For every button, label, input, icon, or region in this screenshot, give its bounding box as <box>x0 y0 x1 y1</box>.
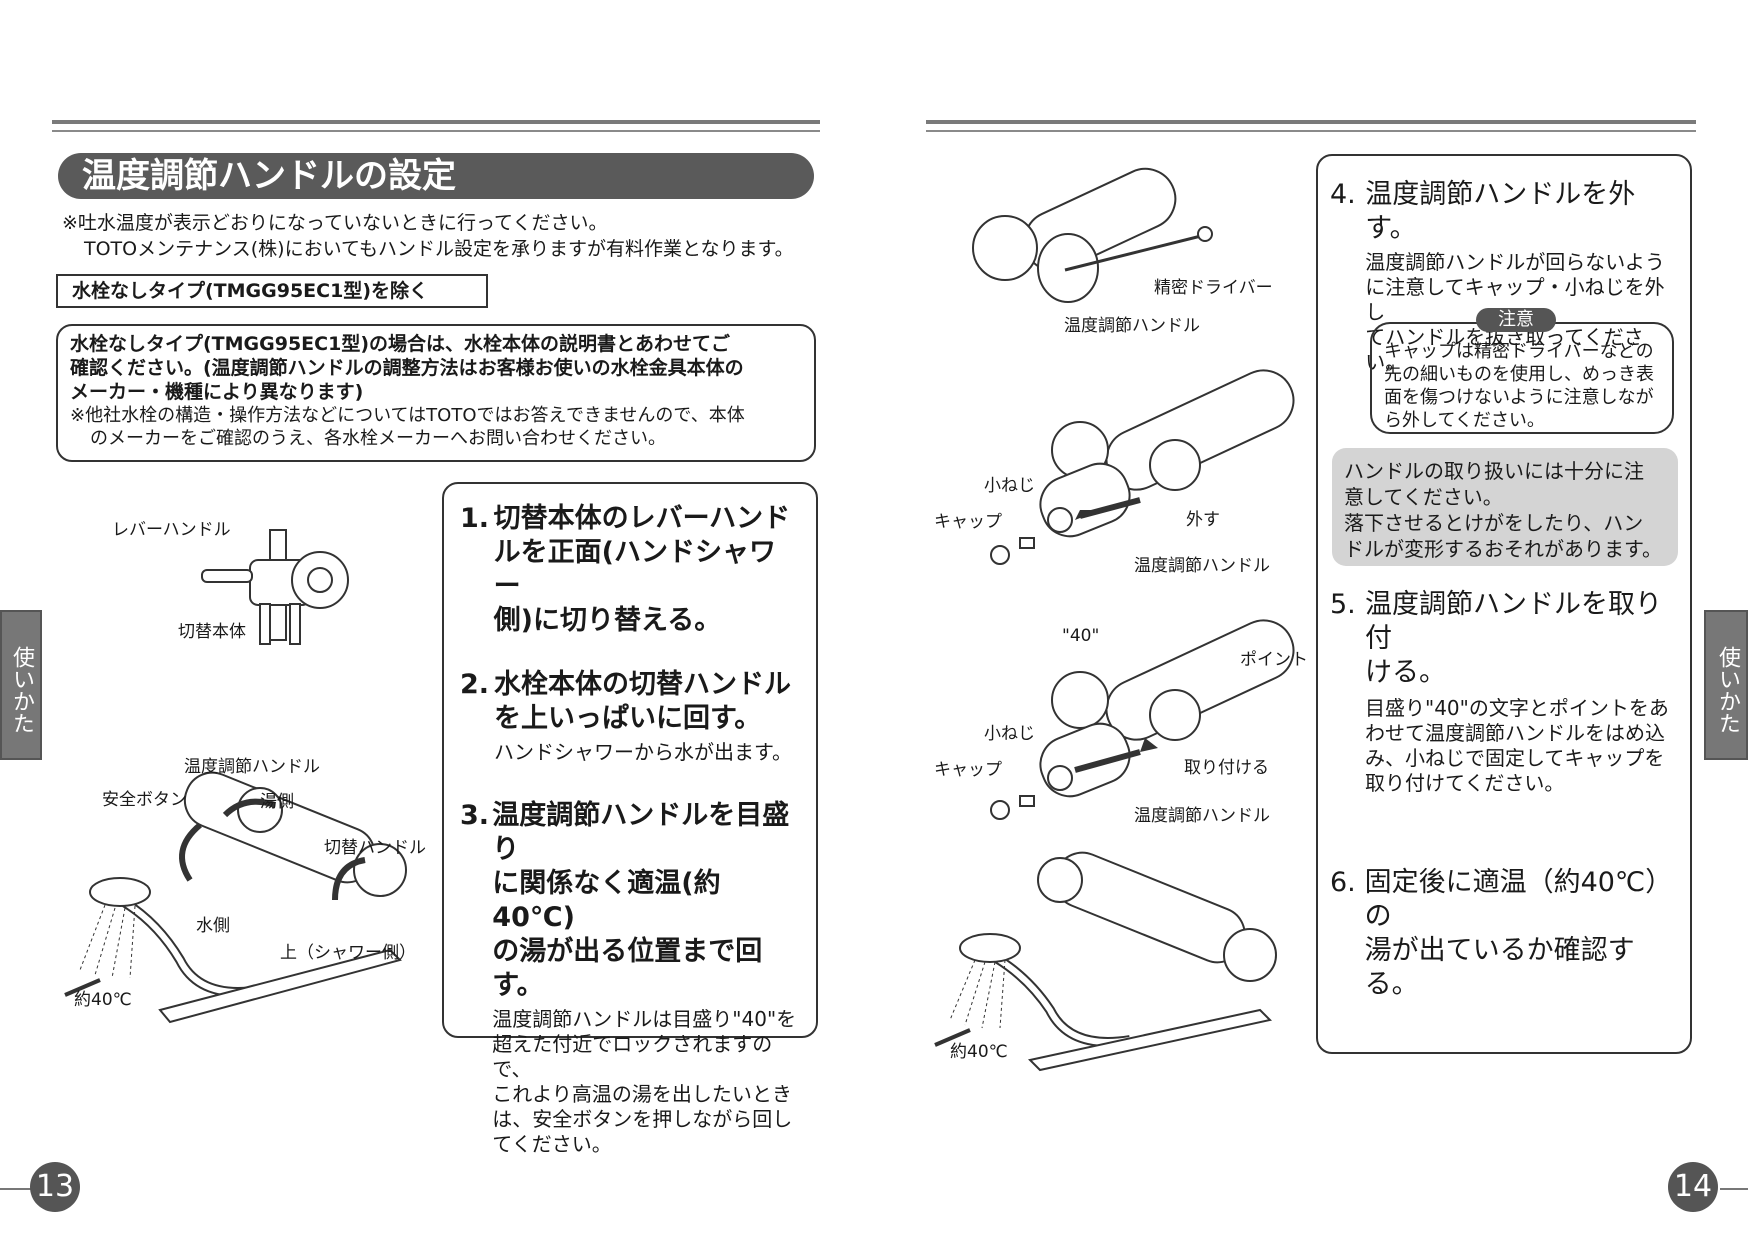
caution-line-3: 面を傷つけないように注意しなが <box>1384 387 1654 408</box>
label-cap-1: キャップ <box>934 512 1002 532</box>
label-approx40-right: 約40℃ <box>950 1042 1008 1062</box>
label-switch-body: 切替本体 <box>178 622 246 642</box>
top-rule-right <box>926 120 1696 124</box>
info-small-2: のメーカーをご確認のうえ、各水栓メーカーへお問い合わせください。 <box>90 428 666 449</box>
label-temp-handle: 温度調節ハンドル <box>184 757 320 777</box>
faucet-illustration-left <box>64 771 407 1024</box>
step-2-body-1: ハンドシャワーから水が出ます。 <box>494 740 792 764</box>
step-1-head-3: 側)に切り替える。 <box>493 605 722 636</box>
info-bold-3: メーカー・機種により異なります) <box>70 381 364 403</box>
step-6-head-1: 固定後に適温（約40℃）の <box>1364 867 1673 932</box>
page-number-right: 14 <box>1668 1162 1718 1212</box>
label-point: ポイント <box>1240 650 1308 670</box>
steps-box-left: 1. 切替本体のレバーハンド ルを正面(ハンドシャワー 側)に切り替える。 2.… <box>442 482 818 1156</box>
caution-tag: 注意 <box>1476 308 1556 332</box>
label-precision-driver: 精密ドライバー <box>1154 278 1273 298</box>
label-approx40-left: 約40℃ <box>74 990 132 1010</box>
faucet-illustration-right <box>934 851 1277 1072</box>
step-4-body-2: に注意してキャップ・小ねじを外し <box>1365 275 1665 324</box>
step-3-head-3: の湯が出る位置まで回す。 <box>492 936 763 1001</box>
note-line-2: TOTOメンテナンス(株)においてもハンドル設定を承りますが有料作業となります。 <box>84 238 794 260</box>
step-3-body-2: 超えた付近でロックされますので、 <box>492 1032 773 1081</box>
top-rule <box>52 120 820 124</box>
side-tab-right[interactable]: 使いかた <box>1704 610 1748 760</box>
info-small-1: ※他社水栓の構造・操作方法などについてはTOTOではお答えできませんので、本体 <box>70 405 745 426</box>
switch-body-illustration <box>201 529 349 645</box>
warning-line-3: 落下させるとけがをしたり、ハン <box>1344 511 1644 535</box>
side-tab-left[interactable]: 使いかた <box>0 610 42 760</box>
warning-line-1: ハンドルの取り扱いには十分に注 <box>1344 459 1644 483</box>
label-attach: 取り付ける <box>1184 758 1269 778</box>
step-4: 4. 温度調節ハンドルを外す。 温度調節ハンドルが回らないよう に注意してキャッ… <box>1330 178 1680 375</box>
step-1-head-1: 切替本体のレバーハンド <box>493 503 791 534</box>
label-lever-handle: レバーハンドル <box>112 520 231 540</box>
info-bold-2: 確認ください。(温度調節ハンドルの調整方法はお客様お使いの水栓金具本体の <box>70 357 744 379</box>
step-5-head-2: ける。 <box>1365 657 1446 688</box>
step-5: 5. 温度調節ハンドルを取り付 ける。 目盛り"40"の文字とポイントをあ わせ… <box>1330 588 1680 796</box>
page-number-line-right <box>1720 1188 1748 1190</box>
step-5-number: 5. <box>1330 589 1356 620</box>
steps-box-right <box>1316 154 1692 1054</box>
step-3-body-5: てください。 <box>492 1132 612 1156</box>
label-cold-side: 水側 <box>196 916 230 936</box>
label-temp-handle-3: 温度調節ハンドル <box>1134 806 1270 826</box>
step-3-head-1: 温度調節ハンドルを目盛り <box>492 800 790 865</box>
step-6: 6. 固定後に適温（約40℃）の 湯が出ているか確認する。 <box>1330 866 1686 1002</box>
label-temp-handle-2: 温度調節ハンドル <box>1134 556 1270 576</box>
label-cap-2: キャップ <box>934 760 1002 780</box>
step-4-number: 4. <box>1330 179 1356 210</box>
warning-box: ハンドルの取り扱いには十分に注 意してください。 落下させるとけがをしたり、ハン… <box>1332 448 1678 566</box>
step-5-body-3: み、小ねじで固定してキャップを <box>1365 746 1665 770</box>
label-up-shower: 上（シャワー側） <box>280 943 416 963</box>
step-2-head-2: を上いっぱいに回す。 <box>494 703 762 734</box>
attach-handle-illustration <box>990 619 1295 820</box>
step-5-head-1: 温度調節ハンドルを取り付 <box>1365 589 1662 654</box>
step-6-head-2: 湯が出ているか確認する。 <box>1364 935 1635 1000</box>
warning-line-4: ドルが変形するおそれがあります。 <box>1344 537 1662 561</box>
label-hot-side: 湯側 <box>260 792 294 812</box>
step-5-body-4: 取り付けてください。 <box>1365 771 1565 795</box>
step-2-number: 2. <box>460 669 490 700</box>
step-6-number: 6. <box>1330 867 1356 898</box>
step-3-head-2: に関係なく適温(約40℃) <box>492 868 721 933</box>
label-remove: 外す <box>1186 510 1220 530</box>
step-1-head-2: ルを正面(ハンドシャワー <box>493 537 777 602</box>
caution-line-2: 先の細いものを使用し、めっき表 <box>1384 364 1654 385</box>
exclusion-tag: 水栓なしタイプ(TMGG95EC1型)を除く <box>56 274 488 308</box>
caution-line-4: ら外してください。 <box>1384 410 1545 431</box>
info-bold-1: 水栓なしタイプ(TMGG95EC1型)の場合は、水栓本体の説明書とあわせてご <box>70 333 731 355</box>
top-rule-right-thin <box>926 130 1696 132</box>
page-number-line-left <box>0 1188 40 1190</box>
step-1-number: 1. <box>460 503 490 534</box>
step-3-body-3: これより高温の湯を出したいとき <box>492 1082 792 1106</box>
step-3-number: 3. <box>460 800 490 831</box>
step-4-head: 温度調節ハンドルを外す。 <box>1365 179 1636 244</box>
caution-line-1: キャップは精密ドライバーなどの <box>1384 341 1654 362</box>
step-4-body-1: 温度調節ハンドルが回らないよう <box>1365 250 1665 274</box>
section-title: 温度調節ハンドルの設定 <box>58 153 814 199</box>
step-3-body-1: 温度調節ハンドルは目盛り"40"を <box>492 1007 797 1031</box>
label-safety-button: 安全ボタン <box>102 790 187 810</box>
step-2: 2. 水栓本体の切替ハンドル を上いっぱいに回す。 ハンドシャワーから水が出ます… <box>460 668 800 765</box>
note-line-1: ※吐水温度が表示どおりになっていないときに行ってください。 <box>62 212 608 234</box>
label-mark40: "40" <box>1062 626 1100 646</box>
step-1: 1. 切替本体のレバーハンド ルを正面(ハンドシャワー 側)に切り替える。 <box>460 502 800 638</box>
label-temp-handle-1: 温度調節ハンドル <box>1064 316 1200 336</box>
caution-box: キャップは精密ドライバーなどの 先の細いものを使用し、めっき表 面を傷つけないよ… <box>1370 322 1674 434</box>
step-5-body-1: 目盛り"40"の文字とポイントをあ <box>1365 696 1669 720</box>
label-small-screw-1: 小ねじ <box>984 476 1035 496</box>
driver-illustration <box>972 167 1213 303</box>
step-3-body-4: は、安全ボタンを押しながら回し <box>492 1107 793 1131</box>
remove-handle-illustration <box>990 369 1295 565</box>
warning-line-2: 意してください。 <box>1344 485 1503 509</box>
page-number-left: 13 <box>30 1162 80 1212</box>
step-5-body-2: わせて温度調節ハンドルをはめ込 <box>1365 721 1665 745</box>
step-3: 3. 温度調節ハンドルを目盛り に関係なく適温(約40℃) の湯が出る位置まで回… <box>460 799 800 1157</box>
step-2-head-1: 水栓本体の切替ハンドル <box>494 669 791 700</box>
top-rule-thin <box>52 130 820 132</box>
label-small-screw-2: 小ねじ <box>984 724 1035 744</box>
info-box: 水栓なしタイプ(TMGG95EC1型)の場合は、水栓本体の説明書とあわせてご 確… <box>56 324 816 462</box>
label-switch-handle: 切替ハンドル <box>324 838 426 858</box>
